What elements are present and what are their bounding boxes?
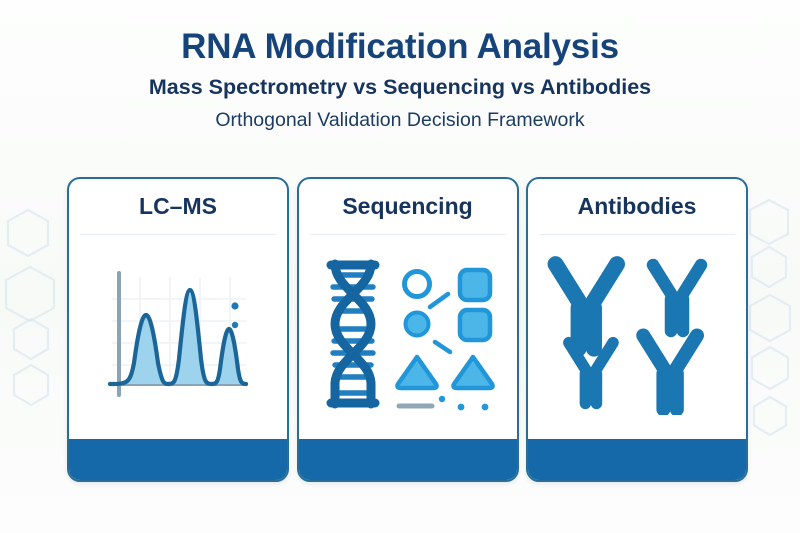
antibody-cluster (545, 253, 729, 415)
hexagon-icon (750, 345, 790, 391)
card-title-lc-ms: LC–MS (139, 193, 217, 219)
hollow-circle-glyph (401, 269, 432, 299)
dna-helix-icon (326, 259, 379, 409)
card-divider (539, 234, 735, 235)
page-title: RNA Modification Analysis (181, 27, 619, 66)
filled-circle-glyph (403, 310, 430, 338)
hexagon-icon (12, 317, 50, 361)
dot-glyph (481, 403, 488, 411)
card-title-sequencing: Sequencing (342, 193, 473, 219)
card-antibodies[interactable]: Antibodies (526, 177, 748, 482)
card-body-sequencing (299, 235, 517, 439)
dot-glyph (457, 403, 464, 411)
dash-glyph (432, 339, 452, 355)
card-footer-antibodies (528, 439, 746, 480)
card-footer-sequencing (298, 439, 517, 480)
hexagon-icon (4, 265, 56, 323)
hexagon-icon (752, 395, 788, 437)
method-card-row: LC–MS (67, 177, 748, 482)
antibody-icon (643, 335, 697, 409)
hexagon-icon (12, 363, 50, 407)
page-subtitle: Mass Spectrometry vs Sequencing vs Antib… (148, 75, 652, 100)
page-subsubtitle: Orthogonal Validation Decision Framework (215, 108, 585, 131)
glyph-cluster (394, 267, 495, 411)
card-footer-lc-ms (69, 439, 287, 480)
card-lc-ms[interactable]: LC–MS (67, 177, 289, 482)
card-title-antibodies: Antibodies (577, 193, 697, 219)
marker-dot (231, 321, 239, 329)
hexagon-icon (6, 208, 50, 258)
card-body-antibodies (528, 235, 746, 439)
dot-glyph (438, 395, 445, 403)
rounded-square-glyph (457, 267, 492, 303)
rounded-square-glyph (457, 307, 492, 343)
card-sequencing[interactable]: Sequencing (296, 177, 519, 482)
header: RNA Modification Analysis Mass Spectrome… (0, 0, 800, 132)
hexagon-icon (750, 245, 788, 289)
triangle-glyph (450, 354, 495, 391)
card-divider (309, 234, 506, 235)
sequencing-illustration (326, 259, 495, 411)
card-body-lc-ms (69, 235, 287, 439)
antibody-icon (556, 264, 617, 348)
hexagon-icon (748, 198, 790, 246)
triangle-glyph (394, 354, 439, 391)
card-divider (80, 234, 276, 235)
dash-glyph (427, 291, 450, 310)
chromatogram-icon (107, 271, 249, 397)
hexagon-icon (748, 293, 792, 343)
antibody-icon (653, 265, 701, 331)
marker-dot (231, 302, 239, 310)
